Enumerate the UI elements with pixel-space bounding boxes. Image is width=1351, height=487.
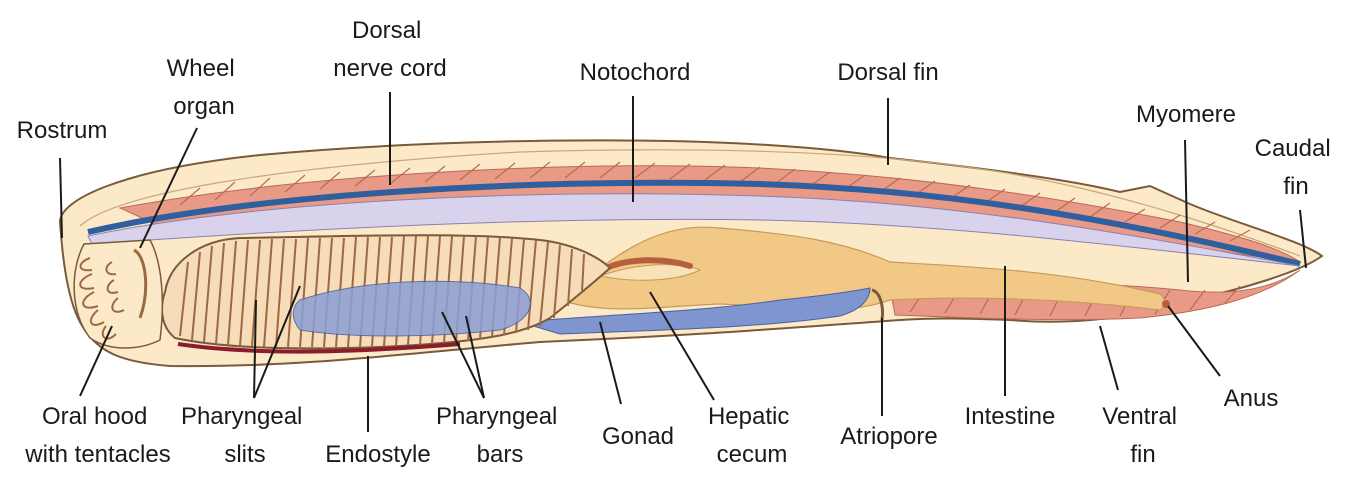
label-oral-hood: Oral hood with tentacles <box>24 403 170 468</box>
label-dorsal-fin: Dorsal fin <box>837 59 938 86</box>
label-dorsal-nerve-cord: Dorsal nerve cord <box>333 17 446 82</box>
label-endostyle: Endostyle <box>325 441 430 468</box>
label-intestine: Intestine <box>965 403 1056 430</box>
label-pharyngeal-bars: Pharyngeal bars <box>436 403 564 468</box>
label-myomere: Myomere <box>1136 101 1236 128</box>
label-ventral-fin: Ventral fin <box>1102 403 1183 468</box>
label-hepatic-cecum: Hepatic cecum <box>708 403 796 468</box>
label-wheel-organ: Wheel organ <box>167 55 242 120</box>
label-atriopore: Atriopore <box>840 423 937 450</box>
oral-hood <box>74 240 162 348</box>
label-pharyngeal-slits: Pharyngeal slits <box>181 403 309 468</box>
label-anus: Anus <box>1224 385 1279 412</box>
label-gonad: Gonad <box>602 423 674 450</box>
label-rostrum: Rostrum <box>17 117 108 144</box>
label-caudal-fin: Caudal fin <box>1255 135 1338 200</box>
label-notochord: Notochord <box>580 59 691 86</box>
